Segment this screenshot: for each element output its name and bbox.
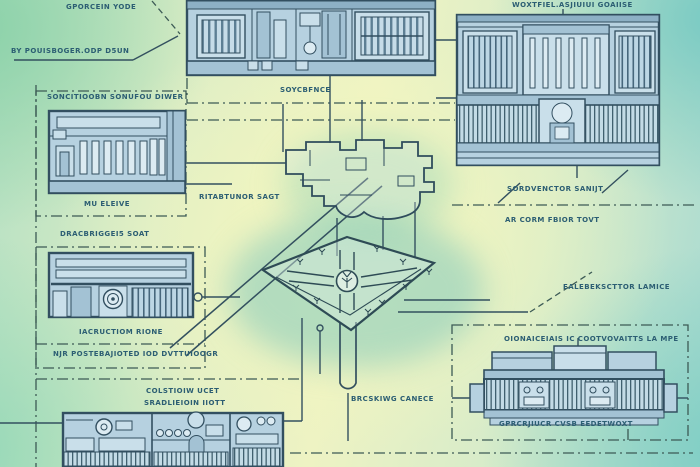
label-top-center-caption: SOYCBFNCE xyxy=(280,86,331,94)
tree-icon xyxy=(335,269,359,293)
label-bottom-left-title: COLSTIOIW UCET xyxy=(146,387,220,395)
label-right-boundary-note: AR CORM FBIOR TOVT xyxy=(505,216,600,224)
label-bottom-center-note: BRCSKIWG CANECE xyxy=(351,395,434,403)
building-top-right xyxy=(455,13,661,167)
label-top-right-caption: SORDVENCTOR SANIJT xyxy=(507,185,604,193)
label-bottom-right-title: OIONAICEIAIS IC COOTVOVAITTS LA MPE xyxy=(504,335,679,343)
label-plaza-callout: EALEBEKSCTTOR LAMICE xyxy=(563,283,671,291)
plaza-isometric xyxy=(260,235,437,332)
building-bottom-left xyxy=(61,411,285,467)
label-top-left-note: GPORCEIN YODE xyxy=(66,3,137,11)
building-top-center xyxy=(185,0,437,77)
building-left-middle xyxy=(47,109,187,195)
floorplan-outline xyxy=(285,139,435,220)
label-left-lower-title: DRACBRIGGEI5 SOAT xyxy=(60,230,150,238)
label-floorplan-callout: RITABTUNOR SAGT xyxy=(199,193,280,201)
dashed-leaders xyxy=(151,0,593,313)
spiral-icon xyxy=(102,288,124,310)
building-bottom-right xyxy=(469,345,678,426)
label-top-left-callout: BY POUISBOGER.ODP D5UN xyxy=(11,47,130,55)
label-left-lower-caption: IACRUCTIOM RIONE xyxy=(79,328,163,336)
rosette-icon xyxy=(95,418,113,436)
label-top-right-title: WOXTFIEL.ASJIUIUI GOAIISE xyxy=(512,1,633,9)
label-bottom-left-subtitle: SRADLIEIOIN IIOTT xyxy=(144,399,226,407)
label-left-middle-caption: MU ELEIVE xyxy=(84,200,130,208)
label-bottom-right-caption: GPRCRJIUCR CVSB EEDETWOXT xyxy=(499,420,633,428)
building-left-lower xyxy=(47,251,195,319)
label-left-middle-title: SONCITIOOBN SONUFOU DIWER xyxy=(47,93,184,101)
label-left-lower-note: NJR POSTEBAJIOTED IOD DVTTUIOOGR xyxy=(53,350,219,358)
